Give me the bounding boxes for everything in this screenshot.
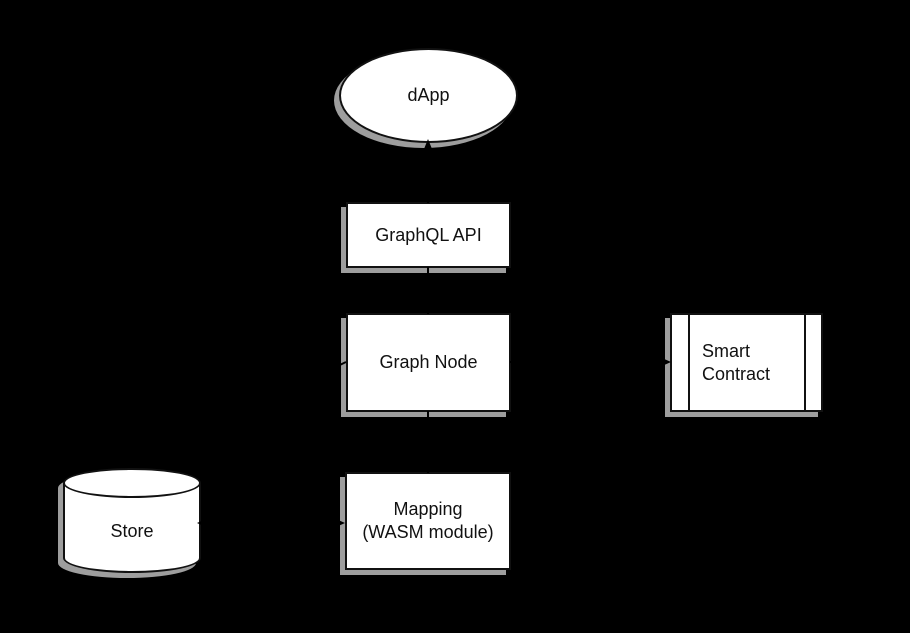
cylinder-top bbox=[63, 468, 201, 498]
smart-contract-label: Smart Contract bbox=[702, 340, 770, 386]
mapping-label: Mapping (WASM module) bbox=[362, 498, 493, 544]
node-smart-contract: Smart Contract bbox=[670, 313, 823, 412]
process-inner-line-right bbox=[804, 315, 806, 410]
arrowhead-smart-contract-top bbox=[743, 304, 751, 313]
node-graph-node: Graph Node bbox=[346, 313, 511, 412]
node-graphql-api: GraphQL API bbox=[346, 202, 511, 268]
arrowhead-store-top bbox=[130, 458, 140, 466]
arrowhead-mapping-left bbox=[336, 519, 345, 527]
smart-contract-label-line2: Contract bbox=[702, 363, 771, 384]
edge-dapp-smartcontract bbox=[518, 96, 748, 308]
edge-graphnode-store bbox=[131, 361, 347, 466]
mapping-label-line1: Mapping bbox=[393, 499, 463, 519]
node-mapping: Mapping (WASM module) bbox=[345, 472, 511, 570]
node-store: Store bbox=[63, 468, 201, 573]
process-inner-line-left bbox=[688, 315, 690, 410]
dapp-label: dApp bbox=[407, 85, 450, 105]
mapping-label-line2: (WASM module) bbox=[362, 522, 494, 542]
graphql-api-label: GraphQL API bbox=[375, 224, 482, 245]
smart-contract-label-line1: Smart bbox=[702, 340, 751, 361]
node-dapp: dApp bbox=[339, 48, 518, 143]
store-label: Store bbox=[110, 521, 154, 541]
graph-node-label: Graph Node bbox=[379, 352, 478, 372]
